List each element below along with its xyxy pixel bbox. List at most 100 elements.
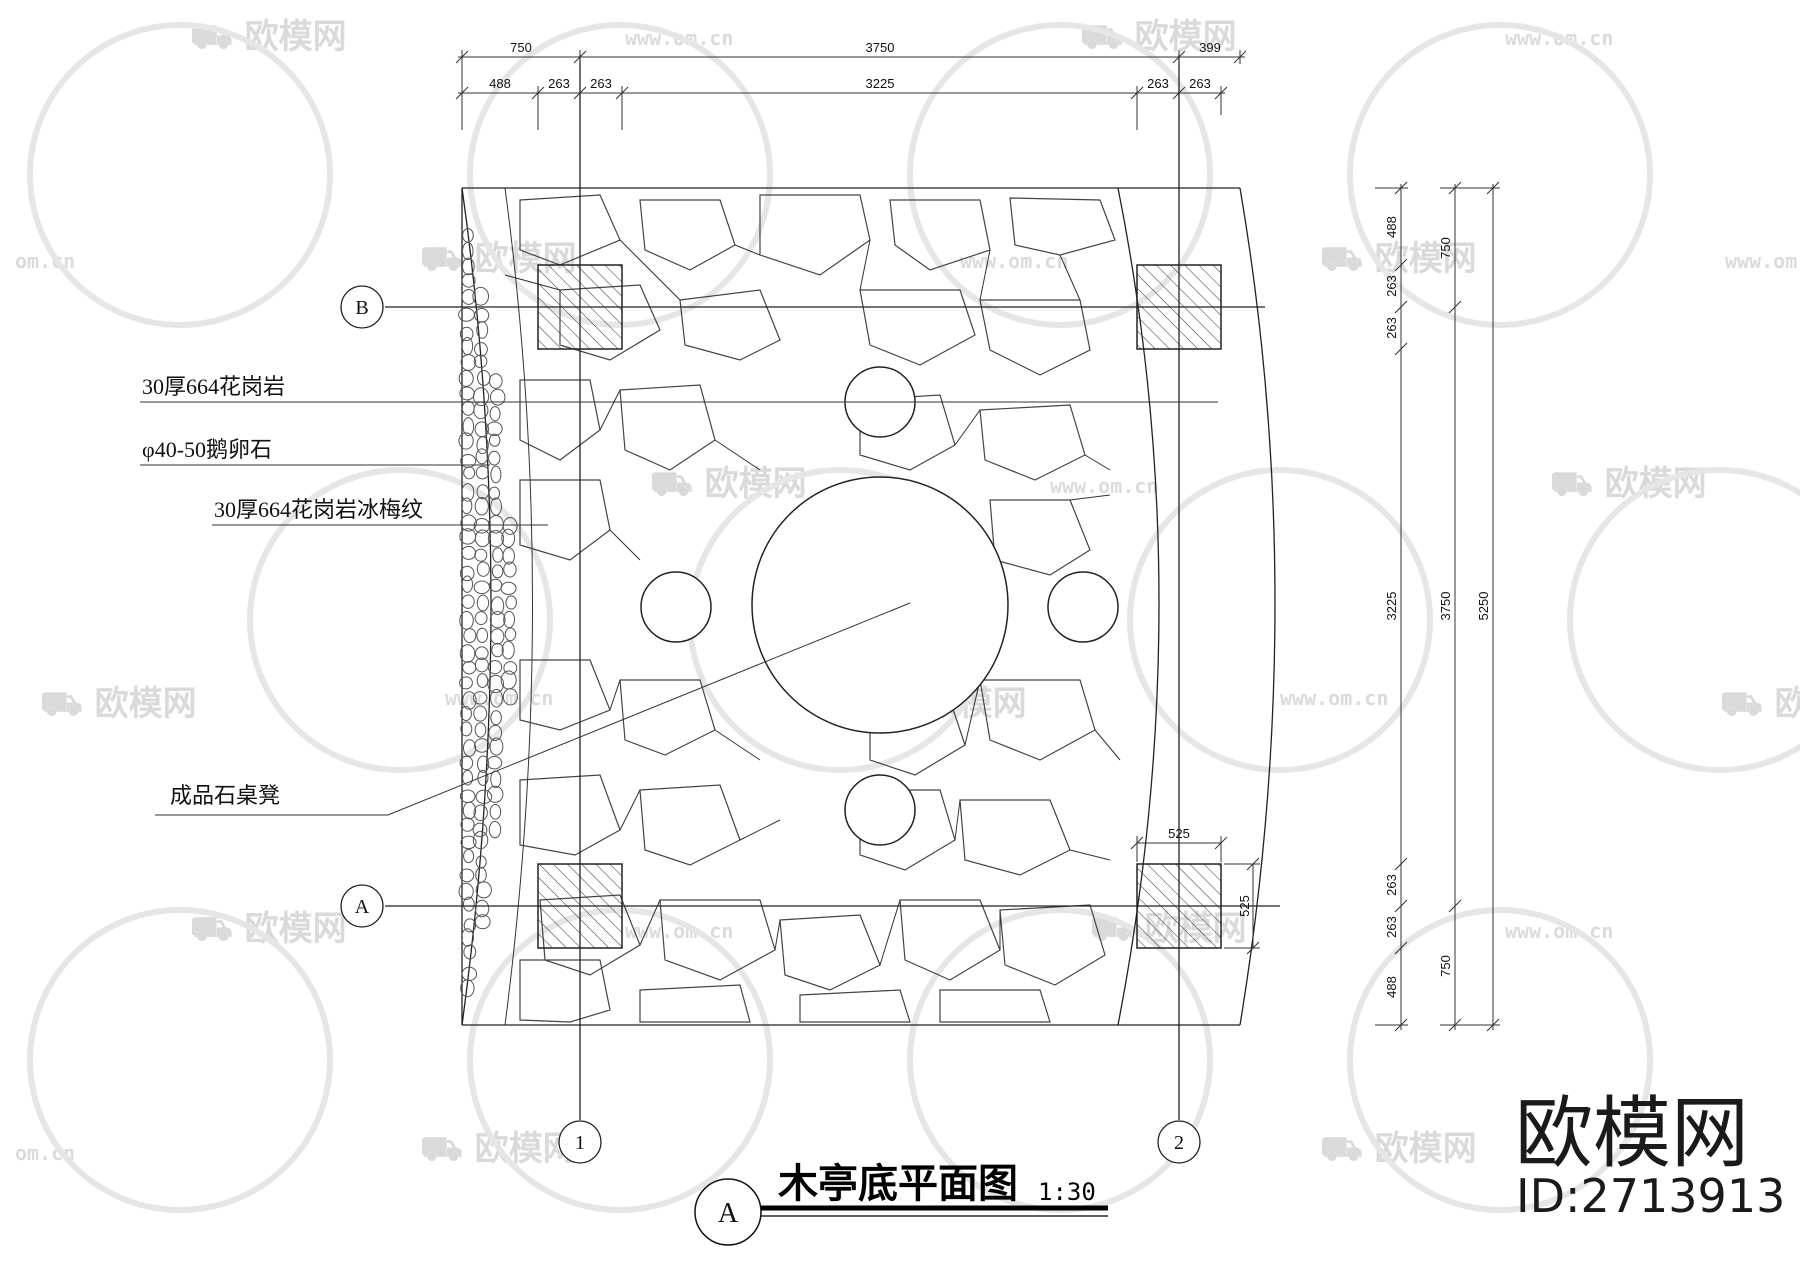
pebble-stone — [488, 433, 501, 447]
pebble-stone — [460, 353, 477, 371]
dim-column-width: 525 — [1168, 826, 1190, 841]
axis-bubble-1: 1 — [558, 1120, 602, 1164]
pebble-stone — [502, 688, 518, 706]
pebble-stone — [473, 401, 489, 420]
pebble-stone — [461, 545, 477, 560]
pebble-stone — [463, 466, 476, 480]
pebble-stone — [462, 739, 477, 757]
pebble-stone — [474, 657, 489, 673]
pebble-stone — [459, 868, 475, 883]
label-ice-pattern: 30厚664花岗岩冰梅纹 — [214, 497, 423, 522]
pebble-stone — [461, 575, 474, 593]
pebble-stone — [473, 387, 490, 407]
pebble-stone — [486, 785, 504, 803]
pebble-stone — [474, 722, 487, 738]
svg-text:1: 1 — [575, 1132, 585, 1154]
pebble-stone — [473, 354, 488, 369]
pebble-stone — [462, 257, 475, 276]
pebble-stone — [488, 821, 502, 839]
axis-bubble-2: 2 — [1157, 1120, 1201, 1164]
pebble-stone — [474, 529, 491, 548]
pebble-stone — [486, 756, 503, 770]
label-granite: 30厚664花岗岩 — [142, 374, 285, 399]
svg-text:A: A — [718, 1198, 739, 1229]
pebble-stone — [461, 497, 473, 515]
pebble-stone — [461, 273, 476, 288]
pebble-stone — [488, 373, 503, 389]
pebble-stone — [462, 417, 475, 437]
pebble-stone — [462, 241, 474, 261]
page-title: 木亭底平面图 — [778, 1161, 1018, 1207]
pebble-stone — [459, 565, 475, 582]
axis-bubble-a: A — [340, 884, 384, 928]
pebble-stone — [474, 738, 490, 753]
dim-right-263b: 263 — [1384, 317, 1399, 339]
pebble-stone — [463, 628, 477, 644]
model-id: ID:2713913 — [1516, 1169, 1785, 1223]
pebble-stone — [476, 673, 489, 689]
brand-mark: 欧模网 ID:2713913 — [1515, 1089, 1785, 1223]
dim-top-263a: 263 — [548, 76, 570, 91]
watermark-url: www.om.cn — [1050, 474, 1158, 498]
pebble-stone — [459, 676, 473, 690]
watermark-url: www.om.cn — [1725, 249, 1800, 273]
pebble-stone — [501, 528, 516, 548]
pebble-stone — [487, 674, 505, 694]
pebble-stone — [490, 688, 503, 708]
pebble-stone — [491, 642, 504, 658]
pebble-stone — [490, 465, 502, 484]
pebble-stone — [463, 848, 475, 864]
pebble-stone — [486, 421, 503, 437]
drawing-title: A 木亭底平面图 1:30 — [694, 1161, 1108, 1246]
dim-right-5250: 5250 — [1476, 592, 1491, 621]
pebble-stone — [473, 705, 488, 722]
brand-logo-text: 欧模网 — [1515, 1089, 1749, 1179]
pebble-stone — [473, 518, 490, 534]
dim-top-750: 750 — [510, 40, 532, 55]
dim-top-263b: 263 — [590, 76, 612, 91]
dim-right-750b: 750 — [1438, 955, 1453, 977]
dim-right-263c: 263 — [1384, 874, 1399, 896]
watermark-ring — [247, 467, 553, 773]
pebble-stone — [489, 803, 502, 820]
pebble-stone — [490, 710, 502, 726]
pebble-stone — [474, 342, 488, 357]
dim-top-263c: 263 — [1147, 76, 1169, 91]
stool-bottom — [844, 774, 916, 846]
scale-label: 1:30 — [1038, 1178, 1096, 1206]
pebble-stone — [461, 288, 476, 305]
pebble-stone — [462, 801, 477, 820]
pebble-stone — [476, 484, 490, 500]
pebble-stone — [505, 595, 517, 610]
pebble-stone — [500, 581, 517, 595]
watermark-url: www.om.cn — [1280, 686, 1388, 710]
stool-right — [1047, 571, 1119, 643]
pebble-stone — [502, 547, 515, 565]
pebble-stone — [489, 388, 506, 406]
pebble-stone — [472, 691, 488, 705]
pebble-stone — [474, 611, 488, 626]
watermark-ring — [467, 907, 773, 1213]
dim-right-3225: 3225 — [1384, 592, 1399, 621]
dim-top-3225: 3225 — [866, 76, 895, 91]
stone-table — [751, 476, 1009, 734]
pebble-stone — [461, 400, 475, 416]
label-stone-table: 成品石桌凳 — [170, 783, 280, 808]
pebble-stone — [475, 881, 492, 899]
dim-top-263d: 263 — [1189, 76, 1211, 91]
pebble-stone — [488, 724, 503, 741]
watermark-logo: ⛟ 欧模网 — [1080, 17, 1237, 57]
top-dimensions: 750 3750 399 488 263 263 3225 263 263 — [455, 40, 1247, 130]
pebble-stone — [490, 770, 502, 789]
pebble-stone — [458, 432, 474, 450]
pebble-stone — [459, 644, 476, 663]
watermark-logo: ⛟ 欧模网 — [40, 684, 197, 724]
pebble-stone — [477, 755, 490, 773]
pebble-stone — [477, 369, 491, 386]
watermark-logo: ⛟ 欧模网 — [1720, 684, 1800, 724]
pebble-stone — [474, 497, 489, 516]
pebble-stone — [461, 336, 474, 356]
pebble-stone — [475, 866, 487, 883]
watermark-logo: ⛟ 欧模网 — [1320, 239, 1477, 279]
pebble-stone — [488, 450, 501, 466]
